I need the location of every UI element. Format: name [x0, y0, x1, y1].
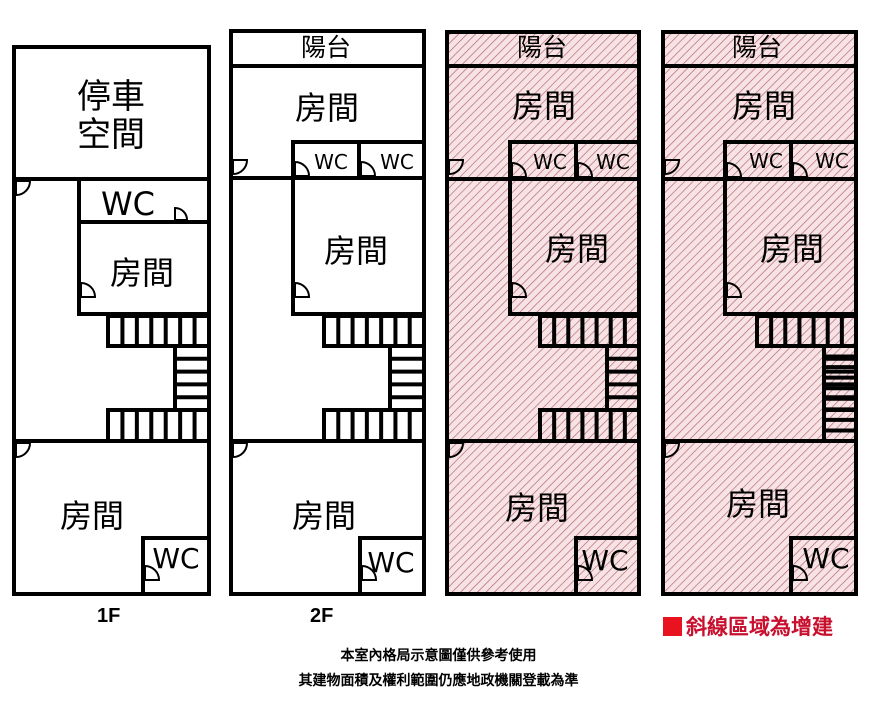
wc-2f-lower-room	[358, 536, 426, 596]
parking-label-line1: 停車	[77, 77, 145, 117]
door-swing-icon	[511, 161, 528, 178]
wc-label-plan3-left: WC	[533, 150, 567, 174]
stairs-plan4-run	[822, 344, 858, 443]
room-label-1f-middle: 房間	[110, 254, 174, 292]
parking-label-line2: 空間	[77, 115, 145, 155]
stairs-2f-lower	[322, 408, 426, 443]
stairs-2f-upper	[322, 314, 426, 348]
stairs-1f-landing	[173, 344, 211, 412]
door-swing-icon	[232, 442, 249, 459]
wc-label-2f-left: WC	[314, 150, 348, 174]
floor-label-1f: 1F	[97, 605, 121, 627]
disclaimer-line-2: 其建物面積及權利範圍仍應地政機關登載為準	[298, 673, 579, 689]
wc-label-2f-lower: WC	[367, 546, 414, 579]
door-swing-icon	[792, 161, 809, 178]
door-swing-icon	[361, 564, 378, 581]
door-swing-icon	[664, 159, 681, 176]
wc-plan4-lower-room	[789, 536, 858, 596]
room-label-plan3-middle: 房間	[545, 230, 609, 268]
door-swing-icon	[80, 281, 97, 298]
wc-label-1f-upper: WC	[101, 185, 155, 223]
stairs-1f-upper	[106, 314, 211, 348]
wc-label-plan3-right: WC	[596, 150, 630, 174]
wc-label-plan4-lower: WC	[802, 542, 849, 575]
stairs-2f-landing	[388, 344, 426, 412]
door-swing-icon	[294, 160, 311, 177]
door-swing-icon	[232, 159, 249, 176]
door-swing-icon	[448, 442, 465, 459]
wc-plan3-lower-room	[574, 536, 641, 596]
stairs-1f-lower	[106, 408, 211, 443]
legend-text: 斜線區域為增建	[686, 615, 833, 639]
door-swing-icon	[294, 281, 311, 298]
room-label-2f-bottom: 房間	[292, 497, 356, 535]
room-label-1f-bottom: 房間	[60, 497, 124, 535]
door-swing-icon	[511, 281, 528, 298]
door-swing-icon	[726, 281, 743, 298]
door-swing-icon	[577, 161, 594, 178]
stairs-plan3-lower	[538, 408, 641, 443]
stairs-plan3-upper	[538, 314, 641, 348]
door-swing-icon	[448, 159, 465, 176]
room-label-plan3-top: 房間	[512, 87, 576, 125]
door-swing-icon	[726, 161, 743, 178]
legend-red-square-icon	[663, 616, 682, 636]
wc-label-1f-lower: WC	[152, 542, 199, 575]
room-label-plan3-bottom: 房間	[505, 489, 569, 527]
disclaimer-line-1: 本室內格局示意圖僅供參考使用	[340, 648, 537, 664]
wc-label-2f-right: WC	[380, 150, 414, 174]
room-label-plan4-top: 房間	[732, 87, 796, 125]
stairs-plan4-upper	[755, 314, 858, 348]
door-swing-icon	[144, 564, 161, 581]
balcony-label-2f: 陽台	[301, 33, 351, 62]
room-label-2f-top: 房間	[295, 89, 359, 127]
wc-label-plan4-right: WC	[815, 149, 849, 173]
room-label-2f-middle: 房間	[324, 232, 388, 270]
balcony-label-plan4: 陽台	[732, 33, 782, 62]
wc-label-plan4-left: WC	[749, 149, 783, 173]
balcony-label-plan3: 陽台	[517, 33, 567, 62]
legend: 斜線區域為增建	[663, 611, 833, 641]
door-swing-icon	[792, 564, 809, 581]
room-label-plan4-middle: 房間	[760, 230, 824, 268]
wc-1f-lower-room	[141, 536, 211, 596]
door-swing-icon	[15, 180, 32, 197]
door-swing-icon	[664, 442, 681, 459]
door-swing-icon	[360, 160, 377, 177]
floor-label-2f: 2F	[310, 605, 334, 627]
door-swing-icon	[174, 206, 189, 221]
door-swing-icon	[15, 442, 32, 459]
wc-label-plan3-lower: WC	[581, 544, 628, 577]
room-label-plan4-bottom: 房間	[726, 485, 790, 523]
door-swing-icon	[577, 564, 594, 581]
